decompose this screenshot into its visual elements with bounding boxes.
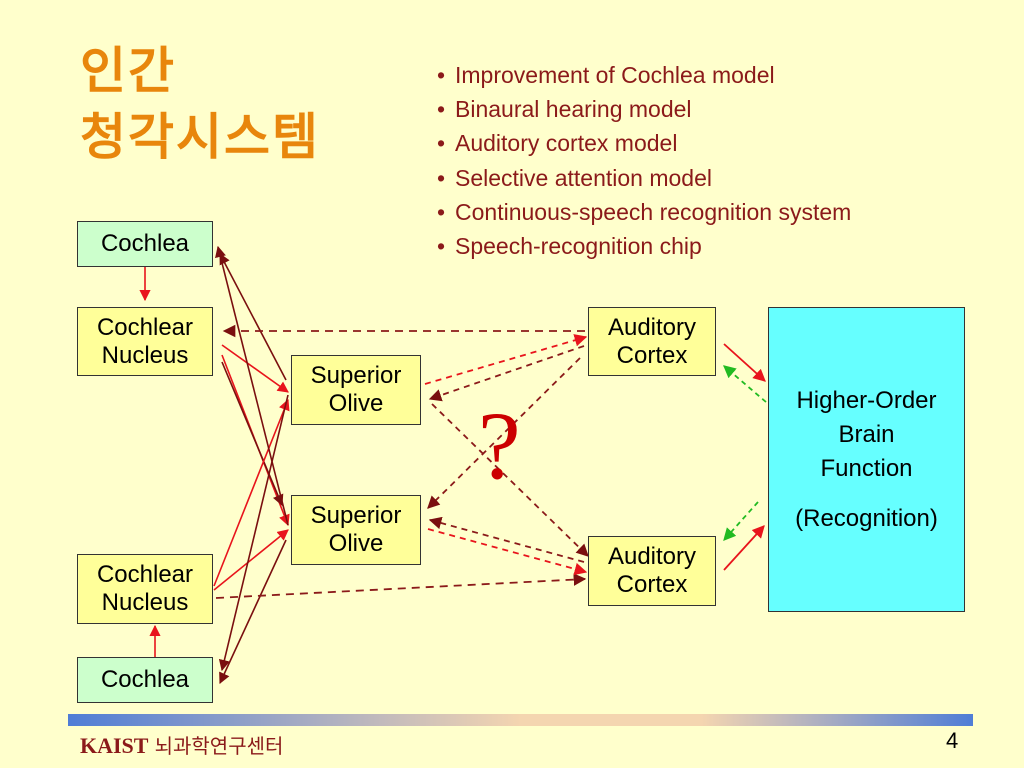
- arrow-cn-top-to-so-top: [221, 344, 289, 393]
- dashed-so-top-to-ac-top: [424, 334, 588, 385]
- auditory-cortex-top-line1: Auditory: [607, 313, 697, 341]
- bullet-item: Improvement of Cochlea model: [437, 58, 851, 92]
- higher-order-brain-function-box: Higher-Order Brain Function (Recognition…: [768, 307, 965, 612]
- superior-olive-top-line1: Superior: [310, 362, 402, 389]
- higher-order-line3: Function: [820, 454, 913, 482]
- title-line-1: 인간: [80, 42, 176, 100]
- higher-order-line2: Brain: [838, 420, 895, 448]
- superior-olive-top-box: Superior Olive: [291, 355, 421, 425]
- arrow-ac-bottom-to-higher: [723, 525, 765, 571]
- bullet-list: Improvement of Cochlea model Binaural he…: [437, 58, 851, 263]
- superior-olive-bottom-line2: Olive: [328, 530, 384, 557]
- bullet-item: Speech-recognition chip: [437, 229, 851, 263]
- auditory-cortex-bottom-line1: Auditory: [607, 543, 697, 570]
- dashed-so-bottom-to-ac-bottom: [427, 528, 588, 576]
- cochlear-nucleus-top-line1: Cochlear: [96, 313, 194, 341]
- arrow-cn-bottom-to-so-top: [213, 398, 290, 587]
- question-mark: ?: [478, 392, 521, 499]
- dashed-cn-bottom-to-ac-bottom: [215, 573, 587, 599]
- cochlear-nucleus-bottom-box: Cochlear Nucleus: [77, 554, 213, 624]
- higher-order-line4: (Recognition): [795, 504, 938, 532]
- cochlear-nucleus-bottom-line2: Nucleus: [101, 589, 189, 616]
- footer-center-name: 뇌과학연구센터: [154, 734, 284, 758]
- bullet-item: Selective attention model: [437, 161, 851, 195]
- higher-order-line1: Higher-Order: [796, 386, 937, 414]
- arrow-so-bottom-to-cochlea-top: [215, 245, 289, 526]
- auditory-cortex-top-line2: Cortex: [616, 341, 688, 369]
- superior-olive-top-line2: Olive: [328, 390, 384, 417]
- cochlear-nucleus-bottom-line1: Cochlear: [96, 561, 194, 588]
- auditory-cortex-bottom-line2: Cortex: [616, 571, 688, 598]
- cochlea-top-box: Cochlea: [77, 221, 213, 267]
- slide-title: 인간 청각시스템: [80, 38, 320, 170]
- cochlear-nucleus-top-line2: Nucleus: [101, 341, 189, 369]
- dashed-ac-top-to-so-top: [428, 345, 585, 402]
- cochlea-bottom-box: Cochlea: [77, 657, 213, 703]
- arrow-ac-top-to-higher: [723, 343, 766, 382]
- bullet-item: Continuous-speech recognition system: [437, 195, 851, 229]
- dashed-so-top-to-ac-bottom: [431, 403, 589, 557]
- cochlea-top-label: Cochlea: [100, 230, 190, 257]
- page-number: 4: [946, 728, 959, 753]
- arrow-cn-bottom-to-so-bottom: [213, 529, 289, 591]
- arrow-so-top-to-cochlea-bottom: [218, 394, 289, 672]
- auditory-cortex-bottom-box: Auditory Cortex: [588, 536, 716, 606]
- arrow-so-top-to-cochlea-top: [219, 253, 287, 381]
- dashed-ac-top-to-so-bottom: [427, 357, 581, 509]
- superior-olive-bottom-box: Superior Olive: [291, 495, 421, 565]
- auditory-cortex-top-box: Auditory Cortex: [588, 307, 716, 376]
- superior-olive-bottom-line1: Superior: [310, 502, 402, 529]
- bullet-item: Auditory cortex model: [437, 126, 851, 160]
- bullet-item: Binaural hearing model: [437, 92, 851, 126]
- footer: KAIST 뇌과학연구센터: [80, 730, 283, 759]
- footer-bar: [68, 714, 973, 726]
- arrow-so-bottom-to-cochlea-bottom: [219, 539, 287, 685]
- dashed-higher-to-ac-bottom: [723, 501, 759, 541]
- footer-org: KAIST: [80, 733, 149, 758]
- cochlea-bottom-label: Cochlea: [100, 666, 190, 693]
- dashed-ac-bottom-to-so-bottom: [428, 516, 585, 563]
- dashed-higher-to-ac-top: [723, 365, 767, 403]
- cochlear-nucleus-top-box: Cochlear Nucleus: [77, 307, 213, 376]
- title-line-2: 청각시스템: [80, 108, 320, 166]
- arrow-cn-top-to-cochlea-bottom: [221, 361, 284, 507]
